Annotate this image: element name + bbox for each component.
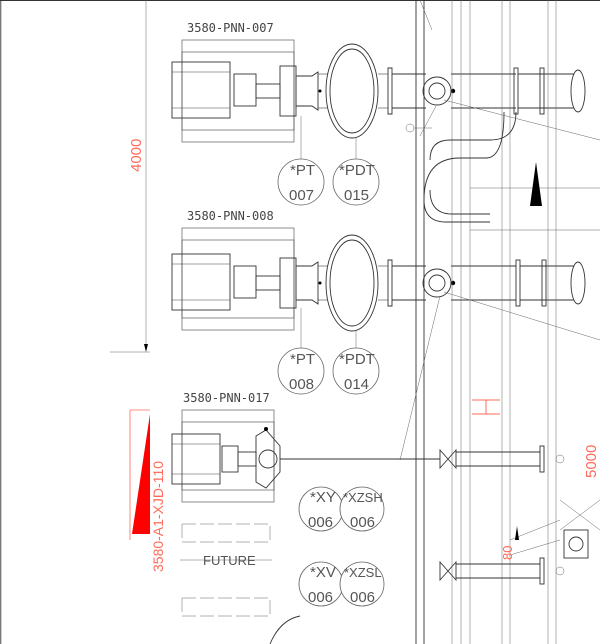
pump-017-tag: 3580-PNN-017 xyxy=(183,391,270,405)
instrument-bubbles: *PT 007 *PDT 015 *PT 008 *PDT 014 *XY 00… xyxy=(277,116,385,607)
inst-pdt-015-num: 015 xyxy=(344,187,369,204)
inst-pt-008-tag: *PT xyxy=(290,351,315,368)
pump-007-tag: 3580-PNN-007 xyxy=(187,21,274,35)
red-marker xyxy=(132,414,150,534)
inst-xy-006-tag: *XY xyxy=(310,489,336,506)
vertical-tag: 3580-A1-XJD-110 xyxy=(150,461,166,572)
header-piping xyxy=(399,0,600,644)
inst-pt-007-num: 007 xyxy=(289,187,314,204)
future-label: FUTURE xyxy=(203,553,256,568)
inst-xv-006-num: 006 xyxy=(308,589,333,606)
small-arrow xyxy=(515,526,519,540)
valve-assembly xyxy=(280,445,600,585)
dim-4000: 4000 xyxy=(128,139,145,172)
bottom-pipe-arc xyxy=(269,615,301,644)
dimensions: 4000 3580-A1-XJD-110 5000 80 xyxy=(110,0,600,572)
pump-007: 3580-PNN-007 xyxy=(171,21,586,143)
inst-xv-006-tag: *XV xyxy=(310,564,336,581)
inst-pt-007-tag: *PT xyxy=(290,162,315,179)
dim-80: 80 xyxy=(500,546,515,560)
pump-008: 3580-PNN-008 xyxy=(171,209,586,332)
inst-pdt-014-num: 014 xyxy=(344,376,369,393)
inst-pdt-014-tag: *PDT xyxy=(339,351,375,368)
inst-xzsh-006-tag: *XZSH xyxy=(343,490,383,505)
pump-017: 3580-PNN-017 xyxy=(171,391,281,503)
direction-arrow xyxy=(530,162,542,206)
pump-008-tag: 3580-PNN-008 xyxy=(187,209,274,223)
inst-xy-006-num: 006 xyxy=(308,514,333,531)
inst-pdt-015-tag: *PDT xyxy=(339,162,375,179)
inst-xzsh-006-num: 006 xyxy=(350,514,375,531)
inst-pt-008-num: 008 xyxy=(289,376,314,393)
dim-5000: 5000 xyxy=(583,445,600,478)
inst-xzsl-006-tag: *XZSL xyxy=(344,565,382,580)
inst-xzsl-006-num: 006 xyxy=(350,589,375,606)
future-equipment: FUTURE xyxy=(180,523,272,617)
